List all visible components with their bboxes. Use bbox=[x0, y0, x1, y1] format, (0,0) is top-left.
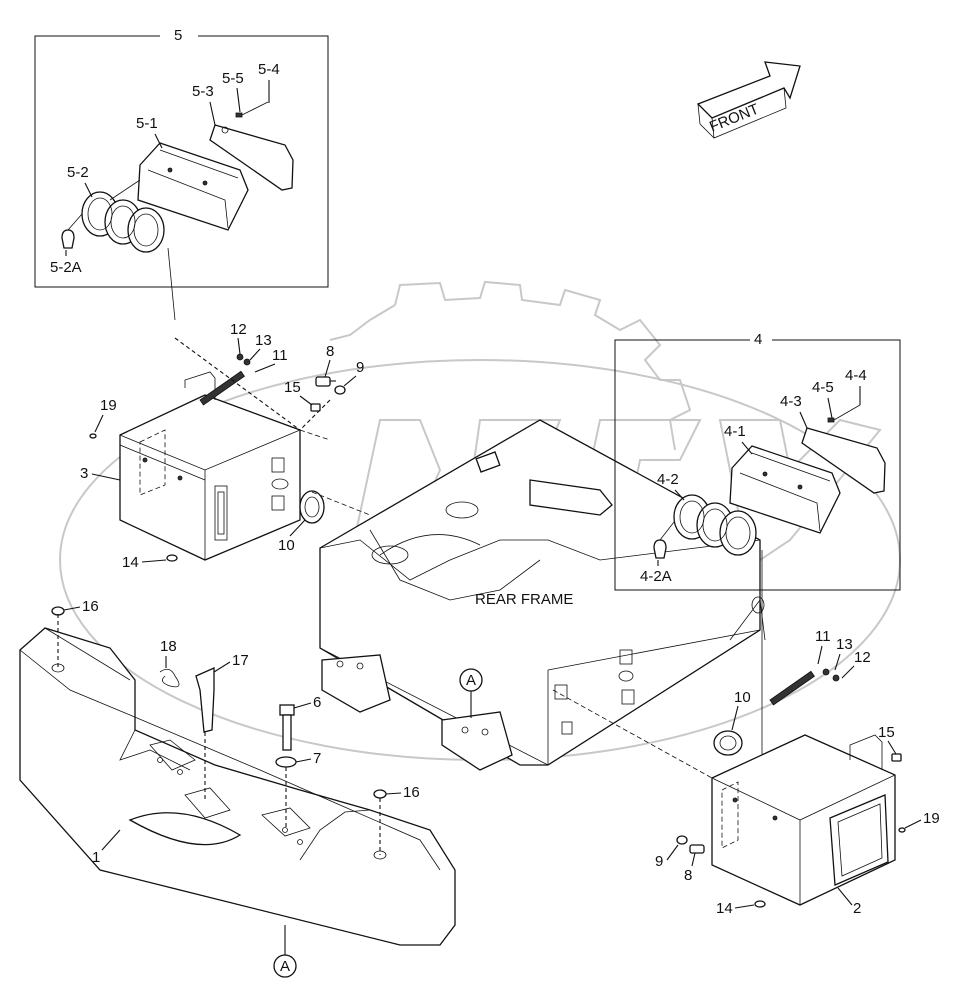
lamp-assembly-4 bbox=[653, 404, 886, 770]
callout-9-right: 9 bbox=[655, 853, 663, 870]
callout-5-4: 5-4 bbox=[258, 61, 280, 78]
lamp-assembly-5 bbox=[61, 101, 294, 321]
callout-6: 6 bbox=[313, 694, 321, 711]
callout-19-right: 19 bbox=[923, 810, 940, 827]
callout-4-2: 4-2 bbox=[657, 471, 679, 488]
callout-5-2A: 5-2A bbox=[50, 259, 82, 276]
ref-a-counterweight: A bbox=[280, 958, 290, 975]
callout-10-left: 10 bbox=[278, 537, 295, 554]
callouts-counterweight: 16 18 17 6 7 16 1 bbox=[63, 598, 420, 866]
callout-12-right: 12 bbox=[854, 649, 871, 666]
callout-4-5: 4-5 bbox=[812, 379, 834, 396]
callout-18: 18 bbox=[160, 638, 177, 655]
callouts-box-5: 5-4 5-5 5-3 5-1 5-2 5-2A bbox=[50, 61, 280, 276]
callout-8-right: 8 bbox=[684, 867, 692, 884]
callout-11-left: 11 bbox=[272, 347, 288, 364]
callout-2: 2 bbox=[853, 900, 861, 917]
battery-box-left bbox=[89, 370, 325, 562]
callout-8-left: 8 bbox=[326, 343, 334, 360]
callout-4-4: 4-4 bbox=[845, 367, 867, 384]
callout-13-left: 13 bbox=[255, 332, 272, 349]
connector-lines bbox=[299, 429, 713, 779]
callout-4: 4 bbox=[754, 331, 762, 348]
callout-17: 17 bbox=[232, 652, 249, 669]
battery-box-right bbox=[676, 668, 906, 908]
callout-19-left: 19 bbox=[100, 397, 117, 414]
callout-12-left: 12 bbox=[230, 321, 247, 338]
callout-14-right: 14 bbox=[716, 900, 733, 917]
callouts-right: 11 13 12 10 15 19 9 8 14 2 bbox=[655, 628, 940, 917]
callout-4-2A: 4-2A bbox=[640, 568, 672, 585]
reference-a-markers: A A bbox=[273, 668, 483, 978]
counterweight bbox=[19, 627, 456, 946]
rear-frame: REAR FRAME bbox=[319, 419, 766, 771]
ref-a-frame: A bbox=[466, 672, 476, 689]
callout-7: 7 bbox=[313, 750, 321, 767]
callout-5-2: 5-2 bbox=[67, 164, 89, 181]
rear-frame-label: REAR FRAME bbox=[475, 591, 573, 608]
callout-3: 3 bbox=[80, 465, 88, 482]
callout-5-1: 5-1 bbox=[136, 115, 158, 132]
callout-5-3: 5-3 bbox=[192, 83, 214, 100]
callout-15-right: 15 bbox=[878, 724, 895, 741]
callout-4-1: 4-1 bbox=[724, 423, 746, 440]
detail-box-4: 4 bbox=[614, 331, 901, 591]
callout-13-right: 13 bbox=[836, 636, 853, 653]
callout-15-left: 15 bbox=[284, 379, 301, 396]
callout-1: 1 bbox=[92, 849, 100, 866]
callout-5-5: 5-5 bbox=[222, 70, 244, 87]
callout-9-left: 9 bbox=[356, 359, 364, 376]
callout-11-right: 11 bbox=[815, 628, 831, 645]
callout-4-3: 4-3 bbox=[780, 393, 802, 410]
small-parts-left bbox=[174, 337, 346, 431]
callout-16-top: 16 bbox=[82, 598, 99, 615]
callout-5: 5 bbox=[174, 27, 182, 44]
detail-box-5: 5 bbox=[34, 27, 329, 288]
callouts-box-4: 4-4 4-5 4-3 4-1 4-2 4-2A bbox=[640, 367, 867, 585]
callout-16-bottom: 16 bbox=[403, 784, 420, 801]
callout-14-left: 14 bbox=[122, 554, 139, 571]
callout-10-right: 10 bbox=[734, 689, 751, 706]
front-arrow: FRONT bbox=[696, 61, 801, 139]
counterweight-hardware bbox=[51, 606, 387, 855]
callouts-left: 12 13 11 8 9 15 19 3 10 14 bbox=[80, 321, 364, 571]
